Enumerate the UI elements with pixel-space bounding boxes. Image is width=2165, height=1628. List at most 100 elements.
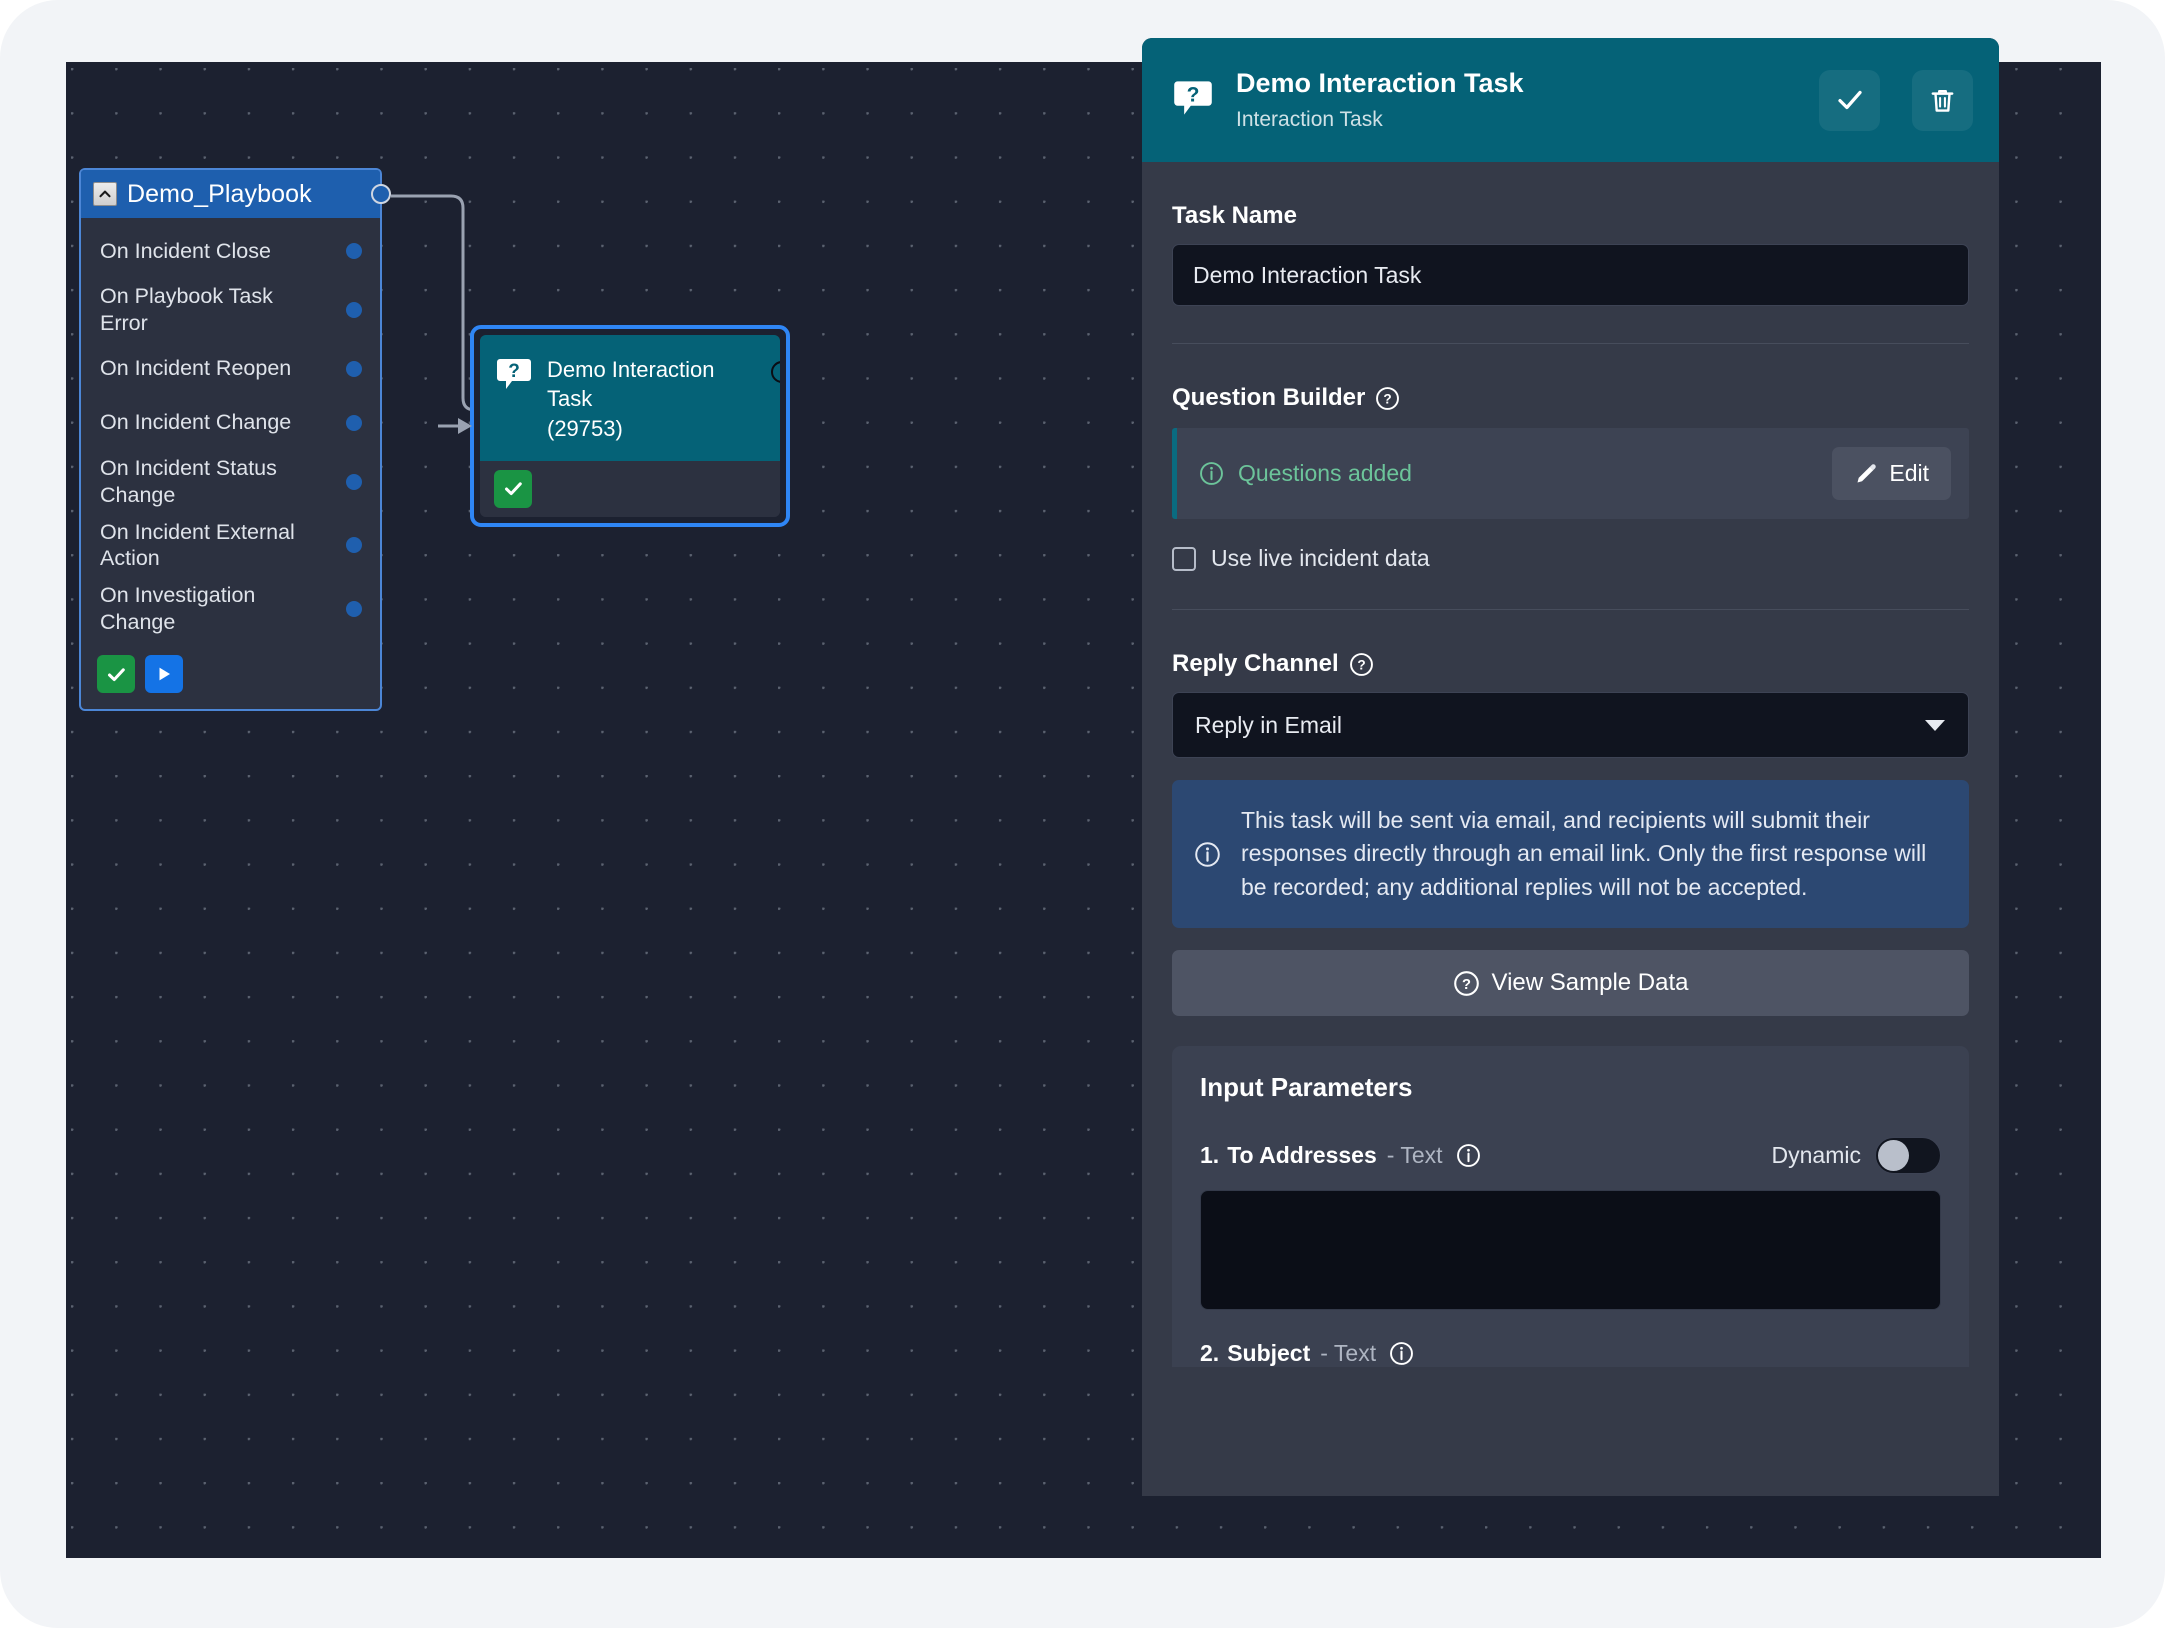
param-header-subject: 2. Subject - Text (1200, 1340, 1941, 1367)
info-circle-icon[interactable] (1389, 1341, 1414, 1366)
trigger-output-port[interactable] (346, 360, 362, 377)
trigger-output-port[interactable] (346, 601, 362, 618)
task-node-inner: ? Demo Interaction Task (29753) (480, 335, 780, 517)
task-node-id: (29753) (547, 415, 623, 441)
trigger-output-port[interactable] (346, 414, 362, 431)
panel-header: ? Demo Interaction Task Interaction Task (1142, 38, 1999, 162)
dynamic-toggle[interactable] (1875, 1137, 1941, 1175)
dynamic-toggle-knob (1878, 1140, 1909, 1172)
panel-header-text: Demo Interaction Task Interaction Task (1236, 68, 1787, 132)
reply-channel-select[interactable]: Reply in Email (1172, 692, 1969, 758)
question-builder-label: Question Builder ? (1172, 384, 1969, 412)
task-node-name: Demo Interaction Task (547, 357, 715, 412)
trigger-row[interactable]: On Playbook Task Error (81, 278, 380, 342)
trigger-output-port[interactable] (346, 537, 362, 554)
to-addresses-textarea[interactable] (1200, 1190, 1941, 1311)
playbook-output-port[interactable] (371, 184, 391, 204)
task-node-title: Demo Interaction Task (29753) (547, 353, 764, 443)
svg-text:?: ? (1384, 391, 1392, 406)
trigger-output-port[interactable] (346, 243, 362, 259)
trigger-output-port[interactable] (346, 473, 362, 490)
playbook-node-actions (81, 641, 380, 709)
playbook-node[interactable]: Demo_Playbook On Incident Close On Playb… (79, 168, 391, 711)
trigger-row[interactable]: On Investigation Change (81, 577, 380, 641)
trigger-label: On Incident Reopen (100, 356, 292, 381)
svg-text:?: ? (508, 361, 520, 382)
chevron-down-icon[interactable] (1924, 718, 1946, 732)
task-node-footer (480, 460, 780, 517)
task-validate-button[interactable] (494, 469, 532, 508)
use-live-incident-data-row[interactable]: Use live incident data (1172, 545, 1969, 572)
trigger-label: On Investigation Change (100, 583, 256, 635)
info-circle-icon[interactable] (1456, 1143, 1481, 1168)
view-sample-data-button[interactable]: ? View Sample Data (1172, 950, 1969, 1017)
trigger-row[interactable]: On Incident Reopen (81, 342, 380, 396)
task-details-panel: ? Demo Interaction Task Interaction Task (1142, 38, 1999, 1496)
task-name-value: Demo Interaction Task (1193, 261, 1422, 288)
svg-text:?: ? (1462, 977, 1471, 993)
edit-button-label: Edit (1889, 460, 1929, 486)
param-index: 1. (1200, 1142, 1220, 1169)
panel-subtitle: Interaction Task (1236, 108, 1383, 131)
playbook-trigger-list: On Incident Close On Playbook Task Error… (81, 218, 380, 641)
trigger-label: On Incident Change (100, 410, 292, 435)
validate-playbook-button[interactable] (97, 655, 135, 693)
node-input-arrow (438, 417, 472, 434)
svg-text:?: ? (1357, 657, 1365, 672)
input-parameters-title: Input Parameters (1200, 1072, 1413, 1103)
question-circle-icon[interactable]: ? (1375, 386, 1400, 411)
chevron-up-icon[interactable] (93, 182, 117, 206)
question-circle-icon: ? (1453, 970, 1480, 997)
question-bubble-icon: ? (495, 355, 533, 398)
dynamic-toggle-label: Dynamic (1771, 1142, 1861, 1169)
playbook-node-header[interactable]: Demo_Playbook (81, 170, 391, 218)
trigger-row[interactable]: On Incident Close (81, 224, 380, 278)
info-circle-icon (1194, 841, 1221, 868)
trigger-label: On Incident External Action (100, 519, 295, 571)
view-sample-data-label: View Sample Data (1491, 969, 1689, 997)
pencil-icon (1854, 462, 1878, 486)
info-callout-text: This task will be sent via email, and re… (1241, 807, 1927, 900)
trigger-label: On Playbook Task Error (100, 284, 273, 335)
question-circle-icon[interactable]: ? (1349, 652, 1374, 677)
delete-task-button[interactable] (1912, 69, 1973, 131)
svg-text:?: ? (1187, 83, 1200, 106)
save-task-button[interactable] (1819, 69, 1880, 131)
trigger-row[interactable]: On Incident Status Change (81, 450, 380, 514)
interaction-task-node[interactable]: ? Demo Interaction Task (29753) (438, 325, 790, 527)
divider (1172, 609, 1969, 610)
questions-status-text: Questions added (1238, 460, 1412, 486)
reply-channel-label-text: Reply Channel (1172, 650, 1339, 677)
divider (1172, 343, 1969, 344)
trigger-label: On Incident Close (100, 238, 271, 263)
reply-channel-label: Reply Channel ? (1172, 650, 1969, 678)
trigger-output-port[interactable] (346, 301, 362, 318)
reply-channel-info-callout: This task will be sent via email, and re… (1172, 780, 1969, 929)
trigger-label: On Incident Status Change (100, 455, 277, 507)
panel-body: Task Name Demo Interaction Task Question… (1142, 202, 1999, 1368)
run-playbook-button[interactable] (145, 655, 183, 693)
playbook-title: Demo_Playbook (127, 179, 312, 208)
param-header-to-addresses: 1. To Addresses - Text Dynamic (1200, 1137, 1941, 1175)
task-name-input[interactable]: Demo Interaction Task (1172, 244, 1969, 306)
reply-channel-value: Reply in Email (1195, 711, 1342, 738)
questions-status-bar: Questions added Edit (1172, 428, 1969, 519)
edit-questions-button[interactable]: Edit (1832, 447, 1951, 500)
trigger-row[interactable]: On Incident External Action (81, 514, 380, 578)
task-node-header[interactable]: ? Demo Interaction Task (29753) (480, 335, 780, 461)
panel-title: Demo Interaction Task (1236, 68, 1524, 98)
param-type: - Text (1386, 1142, 1443, 1169)
trigger-row[interactable]: On Incident Change (81, 396, 380, 450)
param-name: Subject (1227, 1340, 1311, 1367)
param-name: To Addresses (1227, 1142, 1377, 1169)
task-name-label: Task Name (1172, 202, 1297, 229)
questions-status: Questions added (1199, 460, 1832, 487)
task-output-port[interactable] (771, 361, 780, 383)
info-circle-icon (1199, 461, 1224, 486)
input-parameters-card: Input Parameters 1. To Addresses - Text … (1172, 1046, 1969, 1368)
use-live-incident-data-label: Use live incident data (1211, 545, 1430, 571)
param-type: - Text (1320, 1340, 1377, 1367)
use-live-incident-data-checkbox[interactable] (1172, 546, 1196, 571)
question-builder-label-text: Question Builder (1172, 384, 1366, 411)
